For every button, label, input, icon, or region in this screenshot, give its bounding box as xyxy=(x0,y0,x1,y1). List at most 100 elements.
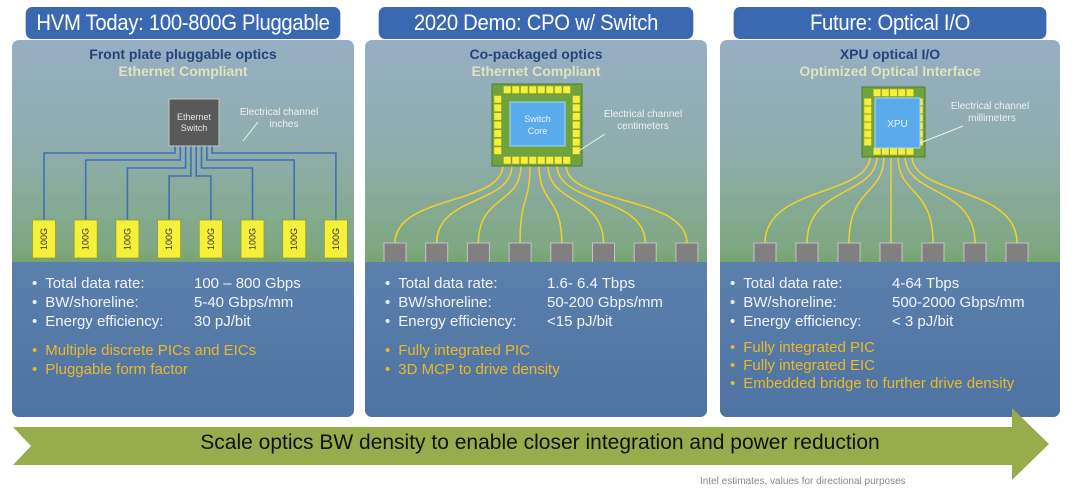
annotation-pointer xyxy=(242,121,259,142)
io-pad xyxy=(889,88,898,97)
channel-annotation: Electrical channel xyxy=(951,101,1029,112)
panel-subtitle: Front plate pluggable optics xyxy=(89,46,277,62)
io-pad xyxy=(572,129,581,138)
module-label: 100G xyxy=(248,228,258,250)
chip-label: Ethernet xyxy=(177,112,212,122)
module-label: 100G xyxy=(289,228,299,250)
compute-die xyxy=(874,97,921,149)
pluggable-module-100g xyxy=(240,219,265,259)
io-pad xyxy=(493,112,502,121)
module-label: 100G xyxy=(331,228,341,250)
io-pad xyxy=(572,112,581,121)
io-pad xyxy=(528,85,537,94)
io-pad xyxy=(863,106,872,114)
notes-list: Fully integrated PIC 3D MCP to drive den… xyxy=(385,341,663,379)
panel-stats-area: Total data rate:100 – 800 Gbps BW/shorel… xyxy=(12,262,354,417)
panel-cpo-demo: 2020 Demo: CPO w/ Switch Co-packaged opt… xyxy=(365,7,707,417)
optical-engine xyxy=(633,242,657,262)
stat-bw-shoreline: BW/shoreline:500-2000 Gbps/mm xyxy=(730,293,1024,312)
optical-fiber xyxy=(519,164,531,244)
optical-fiber xyxy=(547,164,605,244)
die-label: Switch xyxy=(524,114,551,124)
optical-fiber xyxy=(435,164,513,244)
optical-engine xyxy=(383,242,407,262)
optical-engine xyxy=(592,242,615,262)
optical-engine xyxy=(753,242,777,262)
electrical-trace xyxy=(43,146,176,220)
optical-engine xyxy=(879,242,903,262)
io-pad xyxy=(493,103,502,112)
stats-list: Total data rate:4-64 Tbps BW/shoreline:5… xyxy=(730,274,1025,393)
io-pad xyxy=(528,156,537,165)
io-pad xyxy=(863,114,872,122)
panel-hvm-today: HVM Today: 100-800G Pluggable Front plat… xyxy=(12,7,354,417)
panel-stats-area: Total data rate:4-64 Tbps BW/shoreline:5… xyxy=(720,262,1060,417)
note-item: Embedded bridge to further drive density xyxy=(730,375,1025,393)
module-label: 100G xyxy=(122,228,132,250)
optical-engine xyxy=(837,242,861,262)
stat-energy-efficiency: Energy efficiency:<15 pJ/bit xyxy=(385,312,663,331)
channel-annotation: centimeters xyxy=(617,121,669,132)
io-pad xyxy=(511,85,520,94)
stat-bw-shoreline: BW/shoreline:5-40 Gbps/mm xyxy=(32,293,301,312)
optical-fiber xyxy=(848,155,885,244)
io-pad xyxy=(511,156,520,165)
io-pad xyxy=(520,156,529,165)
note-item: 3D MCP to drive density xyxy=(385,360,663,379)
optical-engine xyxy=(508,242,532,262)
optical-engine xyxy=(963,242,987,262)
optical-engine xyxy=(466,242,490,262)
stat-total-data-rate: Total data rate:1.6- 6.4 Tbps xyxy=(385,274,663,293)
module-label: 100G xyxy=(81,228,91,250)
note-item: Fully integrated EIC xyxy=(730,357,1025,375)
module-label: 100G xyxy=(39,228,49,250)
pluggable-module-100g xyxy=(323,219,348,259)
compute-die xyxy=(509,101,566,147)
electrical-trace xyxy=(206,146,295,220)
die-label: XPU xyxy=(887,119,908,130)
io-pad xyxy=(493,138,502,147)
io-pad xyxy=(493,121,502,129)
io-pad xyxy=(572,146,581,155)
io-pad xyxy=(562,156,571,165)
io-pad xyxy=(545,156,554,165)
die-label: Core xyxy=(528,126,548,136)
panel-subtitle: XPU optical I/O xyxy=(839,46,941,62)
electrical-trace xyxy=(195,146,212,220)
io-pad xyxy=(493,146,502,155)
pluggable-module-100g xyxy=(198,219,223,259)
optical-fiber xyxy=(897,155,934,244)
optical-fiber xyxy=(477,164,522,244)
optical-fiber xyxy=(911,155,1018,244)
footnote: Intel estimates, values for directional … xyxy=(700,476,906,487)
io-pad xyxy=(562,85,571,94)
arrow-shape xyxy=(13,408,1049,480)
panel-title: HVM Today: 100-800G Pluggable xyxy=(25,7,341,39)
pluggable-module-100g xyxy=(32,219,56,259)
note-item: Fully integrated PIC xyxy=(385,341,663,360)
io-pad xyxy=(572,103,581,112)
io-pad xyxy=(537,85,546,94)
io-pad xyxy=(897,88,906,97)
panel-body: Co-packaged optics Ethernet Compliant Sw… xyxy=(365,40,707,417)
channel-annotation: Electrical channel xyxy=(240,107,318,118)
compliance-label: Ethernet Compliant xyxy=(471,63,601,79)
optical-engine xyxy=(1005,242,1029,262)
module-label: 100G xyxy=(164,228,174,250)
channel-annotation: Electrical channel xyxy=(604,109,682,120)
optical-engine xyxy=(550,242,574,262)
optical-engine xyxy=(795,242,819,262)
optical-engine xyxy=(921,242,945,262)
annotation-pointer xyxy=(576,133,606,153)
io-pad xyxy=(503,85,512,94)
optical-engine xyxy=(425,242,449,262)
optical-fiber xyxy=(764,155,871,244)
io-pad xyxy=(493,95,502,104)
io-pad xyxy=(554,85,563,94)
panel-title: Future: Optical I/O xyxy=(733,7,1047,39)
io-pad xyxy=(554,156,563,165)
annotation-pointer xyxy=(919,125,964,144)
pluggable-module-100g xyxy=(157,219,182,259)
